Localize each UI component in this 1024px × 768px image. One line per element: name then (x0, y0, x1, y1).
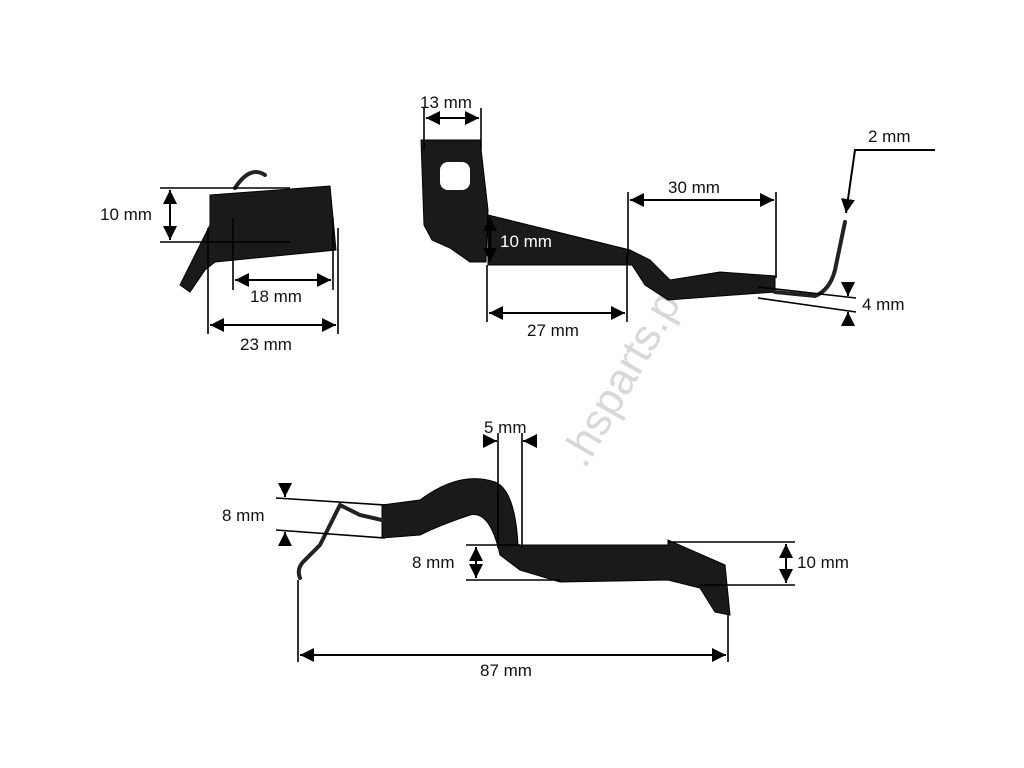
strip-thickness-label: 4 mm (862, 295, 905, 314)
end-view-wire (233, 170, 267, 190)
extension-line (275, 497, 386, 506)
watermark: .hsparts.pl (551, 275, 695, 475)
wedge-height-label: 10 mm (500, 232, 552, 251)
top-view-strip (381, 478, 731, 616)
end-view-part (179, 185, 337, 293)
end-view: 10 mm 18 mm 23 mm (100, 170, 339, 354)
bracket-width-label: 13 mm (420, 93, 472, 112)
step-width-label: 5 mm (484, 418, 527, 437)
end-height-label: 10 mm (797, 553, 849, 572)
extension-line (757, 297, 857, 313)
step-height-label: 8 mm (412, 553, 455, 572)
end-view-overall-width-label: 23 mm (240, 335, 292, 354)
side-view-wedge (487, 214, 776, 301)
leader-line-wire-diameter (841, 149, 935, 214)
side-view-wire (773, 220, 847, 299)
wedge-length-label: 27 mm (527, 321, 579, 340)
end-view-inner-width-label: 18 mm (250, 287, 302, 306)
extension-line (757, 286, 857, 299)
side-view-bracket (420, 139, 489, 263)
end-view-height-label: 10 mm (100, 205, 152, 224)
extension-line (275, 529, 386, 539)
hook-height-label: 8 mm (222, 506, 265, 525)
bracket-slot (440, 162, 470, 190)
wire-diameter-label: 2 mm (868, 127, 911, 146)
strip-length-label: 30 mm (668, 178, 720, 197)
overall-length-label: 87 mm (480, 661, 532, 680)
top-view-hook-wire (296, 502, 384, 580)
top-view: 5 mm 8 mm 8 mm 10 mm 87 mm (222, 418, 849, 680)
side-view: 13 mm 10 mm 27 mm 30 mm 2 mm 4 mm (420, 93, 935, 340)
